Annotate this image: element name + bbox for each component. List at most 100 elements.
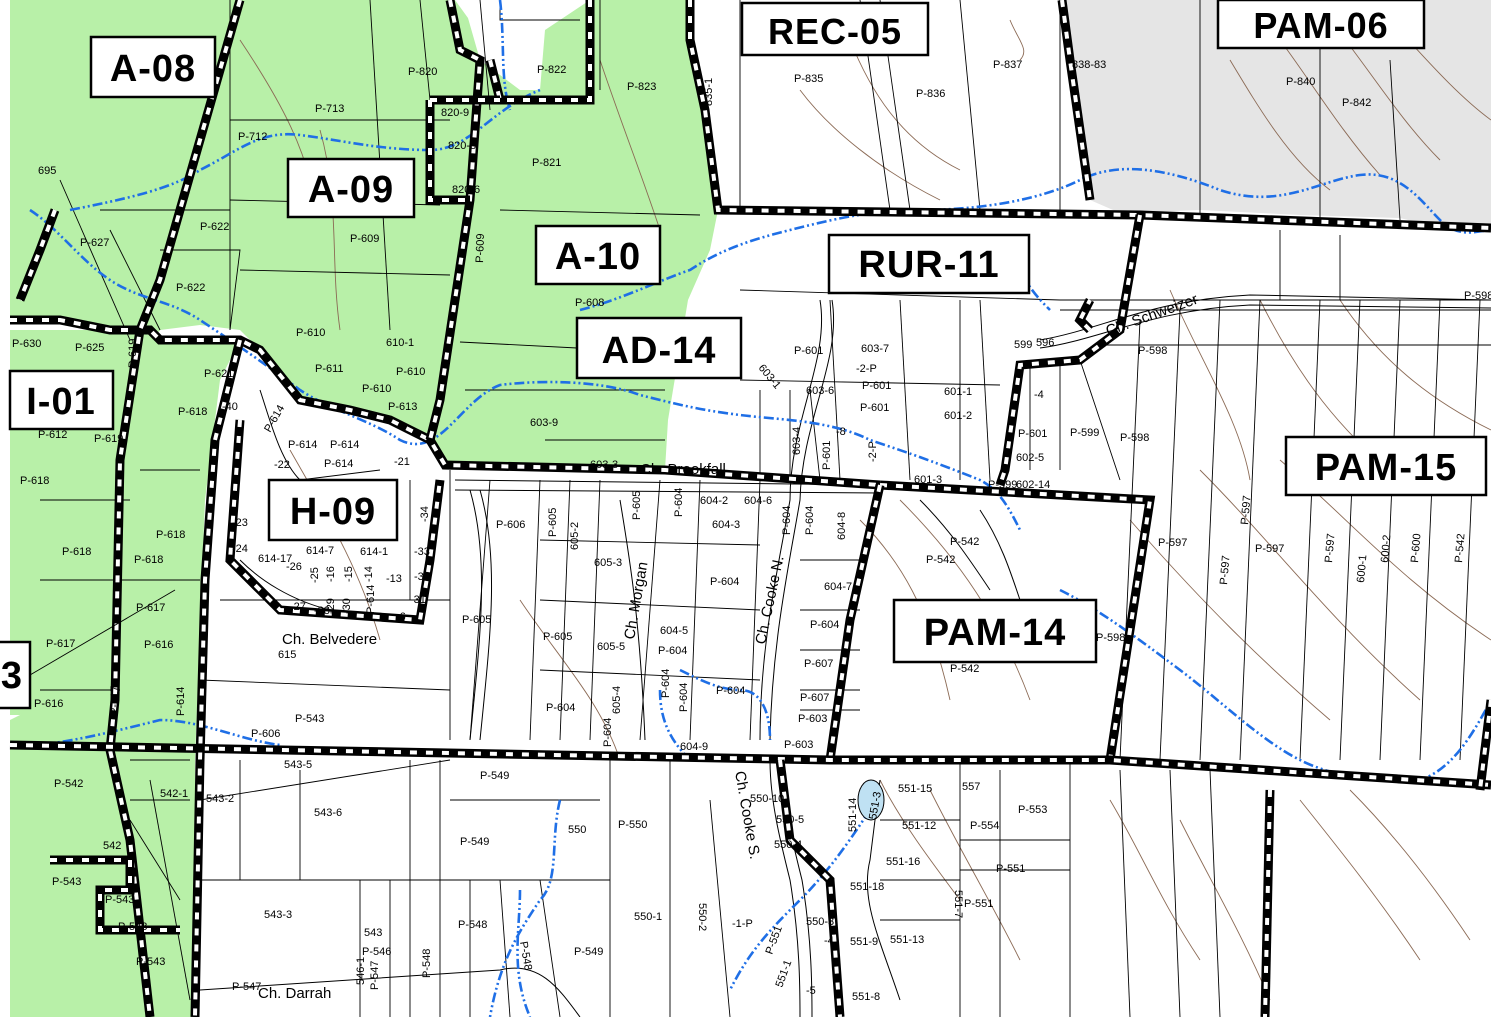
lot-label: -5	[806, 985, 816, 997]
lot-label: P-614	[330, 439, 359, 451]
zone-label-edge-3: 3	[0, 640, 32, 710]
lot-label: P-610	[362, 383, 391, 395]
lot-label: 551-14	[847, 798, 859, 832]
lot-label: 820-6	[452, 184, 480, 196]
lot-label: -40	[222, 401, 238, 413]
lot-label: P-542	[950, 663, 979, 675]
lot-label: P-617	[46, 638, 75, 650]
road-label-morgan: Ch. Morgan	[621, 561, 651, 641]
lot-label: P-610	[396, 366, 425, 378]
lot-label: P-613	[388, 401, 417, 413]
lot-label: 615	[278, 649, 296, 661]
svg-text:PAM-14: PAM-14	[924, 612, 1067, 654]
lot-label: P-542	[950, 536, 979, 548]
svg-text:3: 3	[1, 655, 23, 697]
lot-label: P-601	[862, 380, 891, 392]
lot-label: 604-9	[680, 741, 708, 753]
lot-label: P-618	[62, 546, 91, 558]
lot-label: P-542	[54, 778, 83, 790]
lot-label: P-606	[496, 519, 525, 531]
lot-label: 605-5	[597, 641, 625, 653]
lot-label: 605-2	[569, 522, 581, 550]
lot-label: 820-9	[441, 107, 469, 119]
lot-label: P-605	[547, 508, 559, 537]
lot-label: P-604	[546, 702, 575, 714]
lot-label: 543-6	[314, 807, 342, 819]
lot-label: P-547	[369, 961, 381, 990]
road-label-cooke-south: Ch. Cooke S.	[731, 770, 763, 861]
lot-label: -21	[394, 456, 410, 468]
lot-label: P-630	[12, 338, 41, 350]
svg-text:A-08: A-08	[110, 48, 196, 90]
lot-label: 550-10	[750, 793, 784, 805]
lot-label: P-836	[916, 88, 945, 100]
lot-label: -14	[363, 566, 375, 582]
lot-label: 599	[1014, 339, 1032, 351]
lot-label: -8	[836, 426, 846, 438]
lot-label: 601-2	[944, 410, 972, 422]
road-label-belvedere: Ch. Belvedere	[282, 631, 377, 648]
lot-label: P-551	[964, 898, 993, 910]
road-cooke-north	[759, 299, 823, 741]
lot-label: P-605	[631, 491, 643, 520]
lot-label: P-549	[480, 770, 509, 782]
lot-label: P-614	[324, 458, 353, 470]
lot-label: P-551	[764, 924, 785, 956]
lot-label: 603-9	[530, 417, 558, 429]
lot-label: P-601	[821, 441, 833, 470]
lot-label: P-617	[136, 602, 165, 614]
lot-label: P-823	[627, 81, 656, 93]
lot-label: P-616	[144, 639, 173, 651]
road-darrah	[199, 967, 581, 1017]
lot-label: P-549	[574, 946, 603, 958]
lot-label: 550-3	[806, 916, 834, 928]
lot-label: P-551	[996, 863, 1025, 875]
road-morgan	[619, 499, 646, 741]
lot-label: 600-1	[1355, 554, 1369, 583]
lot-label: P-712	[238, 131, 267, 143]
lot-label: P-606	[251, 728, 280, 740]
lot-label: P-543	[136, 956, 165, 968]
lot-label: P-597	[1239, 495, 1254, 525]
lot-label: P-840	[1286, 76, 1315, 88]
lot-label: P-548	[421, 949, 433, 978]
lot-label: P-604	[660, 669, 672, 698]
svg-text:PAM-15: PAM-15	[1315, 447, 1458, 489]
svg-text:A-09: A-09	[308, 169, 394, 211]
lot-label: P-605	[462, 614, 491, 626]
lot-label: P-617	[109, 686, 121, 715]
lot-label: P-543	[118, 921, 147, 933]
zone-label-a-10: A-10	[534, 224, 662, 286]
lot-label: P-600	[1409, 533, 1424, 563]
lot-label: 550-1	[634, 911, 662, 923]
lot-label: 820-8	[448, 140, 476, 152]
lot-label: P-618	[156, 529, 185, 541]
lot-label: P-604	[658, 645, 687, 657]
zone-label-leader-ad-14	[459, 341, 578, 349]
lot-label: P-611	[315, 363, 344, 375]
lot-label: P-604	[678, 683, 690, 712]
lot-label: P-622	[200, 221, 229, 233]
zone-area-green-north	[10, 0, 718, 470]
lot-label: 604-6	[744, 495, 772, 507]
lot-label: 542	[103, 840, 121, 852]
lot-label: -33	[414, 546, 430, 558]
lot-label: 614-17	[258, 553, 292, 565]
lot-label: 551-7	[952, 890, 964, 918]
lot-label: 604-8	[836, 512, 848, 540]
lot-label: P-619	[127, 339, 139, 368]
lot-label: P-548	[458, 919, 487, 931]
lot-label: P-597	[1255, 543, 1284, 555]
lot-label: P-542	[1453, 533, 1468, 563]
lot-label: P-548	[517, 940, 534, 971]
lot-label: 604-7	[824, 581, 852, 593]
lot-label: 551-8	[852, 991, 880, 1003]
lot-label: -25	[309, 567, 321, 583]
zone-label-h-09: H-09	[267, 478, 399, 542]
lot-label: P-835	[794, 73, 823, 85]
lot-label: 601-3	[914, 474, 942, 486]
lot-label: P-618	[20, 475, 49, 487]
lot-label: 838-83	[1072, 59, 1106, 71]
lot-label: P-618	[134, 554, 163, 566]
